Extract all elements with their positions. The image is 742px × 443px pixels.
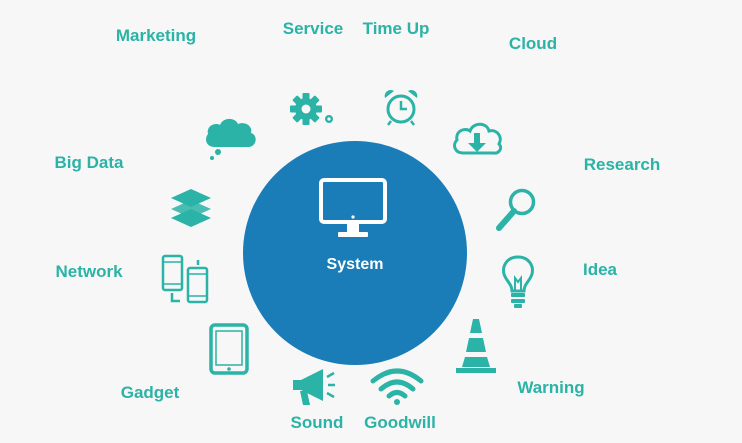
system-label: System (326, 256, 384, 273)
gear-icon (290, 93, 333, 125)
layers-icon (171, 189, 211, 227)
lightbulb-icon (502, 255, 534, 308)
label-cloud: Cloud (508, 34, 558, 53)
megaphone-icon (293, 369, 335, 405)
label-service: Service (282, 19, 344, 38)
monitor-icon (319, 178, 387, 237)
system-hub-circle (243, 141, 467, 365)
label-marketing: Marketing (115, 26, 197, 45)
chat-cloud-icon (206, 118, 256, 160)
label-warning: Warning (517, 378, 585, 397)
cloud-download-icon (453, 122, 503, 155)
magnifier-icon (496, 188, 536, 231)
tablet-icon (209, 323, 249, 375)
alarm-clock-icon (384, 89, 418, 126)
label-network: Network (55, 262, 123, 281)
label-idea: Idea (582, 260, 618, 279)
label-goodwill: Goodwill (364, 413, 436, 432)
wifi-icon (370, 368, 424, 405)
label-gadget: Gadget (120, 383, 180, 402)
traffic-cone-icon (456, 319, 496, 373)
label-time-up: Time Up (362, 19, 430, 38)
label-sound: Sound (290, 413, 344, 432)
devices-icon (161, 254, 209, 304)
label-research: Research (583, 155, 661, 174)
label-big-data: Big Data (54, 153, 124, 172)
